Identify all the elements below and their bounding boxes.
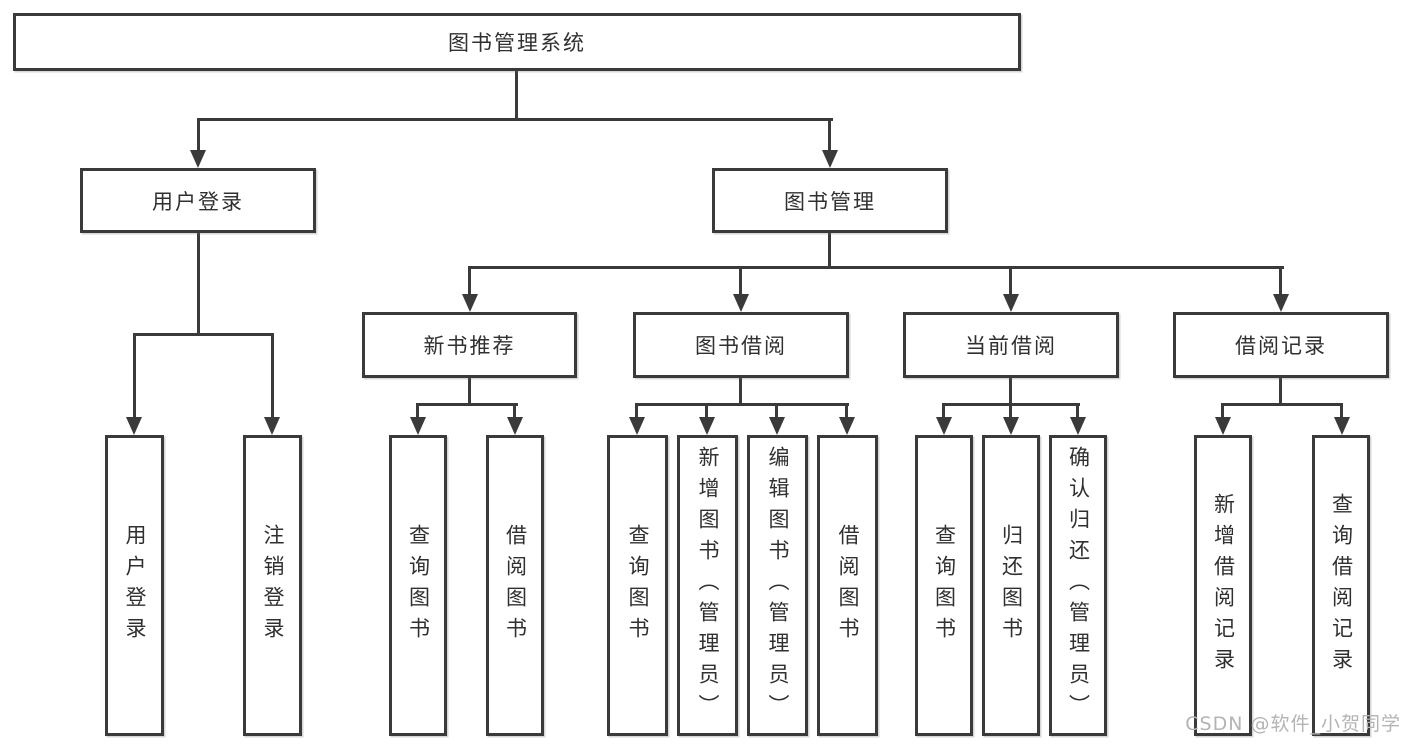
node-book-borrowing: 图书借阅 — [633, 312, 849, 378]
connector-line — [1340, 403, 1343, 419]
node-book-management-label: 图书管理 — [784, 189, 876, 214]
arrow-down-icon — [264, 417, 280, 435]
connector-line — [1009, 266, 1012, 296]
node-leaf-query-books-borrowing: 查询图书 — [607, 435, 668, 736]
node-leaf-query-books-recommend: 查询图书 — [389, 435, 447, 736]
connector-line — [828, 232, 831, 269]
node-leaf-query-borrow-record: 查询借阅记录 — [1312, 435, 1370, 736]
node-leaf-add-book-admin-label: 新增图书（管理员） — [696, 446, 720, 725]
connector-line — [197, 118, 833, 121]
connector-line — [705, 403, 708, 419]
node-borrowing-records-label: 借阅记录 — [1235, 334, 1327, 358]
node-leaf-confirm-return-admin: 确认归还（管理员） — [1049, 435, 1107, 736]
arrow-down-icon — [629, 417, 645, 435]
arrow-down-icon — [1273, 294, 1289, 312]
connector-line — [133, 333, 136, 419]
connector-line — [416, 403, 518, 406]
connector-line — [828, 118, 831, 152]
arrow-down-icon — [1215, 417, 1231, 435]
node-new-book-recommend: 新书推荐 — [362, 312, 577, 378]
connector-line — [468, 266, 471, 296]
arrow-down-icon — [699, 417, 715, 435]
arrow-down-icon — [769, 417, 785, 435]
node-leaf-logout: 注销登录 — [243, 435, 302, 736]
node-leaf-add-borrow-record-label: 新增借阅记录 — [1211, 492, 1236, 679]
connector-line — [739, 266, 742, 296]
connector-line — [1221, 403, 1224, 419]
arrow-down-icon — [1070, 417, 1086, 435]
node-leaf-return-books-label: 归还图书 — [999, 523, 1024, 648]
node-book-management: 图书管理 — [712, 168, 948, 233]
connector-line — [1279, 377, 1282, 406]
node-leaf-add-book-admin: 新增图书（管理员） — [677, 435, 738, 736]
node-root: 图书管理系统 — [13, 13, 1021, 71]
arrow-down-icon — [190, 150, 206, 168]
node-leaf-user-login-label: 用户登录 — [123, 523, 147, 648]
node-leaf-query-books-recommend-label: 查询图书 — [406, 523, 431, 648]
connector-line — [133, 333, 274, 336]
node-leaf-borrow-books-recommend-label: 借阅图书 — [503, 523, 528, 648]
connector-line — [468, 377, 471, 406]
arrow-down-icon — [822, 150, 838, 168]
node-current-borrowing: 当前借阅 — [903, 312, 1119, 378]
connector-line — [468, 266, 1284, 269]
connector-line — [942, 403, 945, 419]
connector-line — [1009, 403, 1012, 419]
node-book-borrowing-label: 图书借阅 — [695, 334, 787, 358]
connector-line — [1076, 403, 1079, 419]
node-leaf-logout-label: 注销登录 — [261, 523, 285, 648]
arrow-down-icon — [733, 294, 749, 312]
arrow-down-icon — [1003, 417, 1019, 435]
node-leaf-borrow-books-borrowing-label: 借阅图书 — [836, 523, 860, 648]
arrow-down-icon — [126, 417, 142, 435]
connector-line — [845, 403, 848, 419]
node-root-label: 图书管理系统 — [448, 31, 586, 55]
connector-line — [197, 232, 200, 336]
node-user-login: 用户登录 — [80, 168, 316, 233]
arrow-down-icon — [1334, 417, 1350, 435]
node-leaf-edit-book-admin-label: 编辑图书（管理员） — [766, 446, 790, 725]
node-leaf-user-login: 用户登录 — [105, 435, 164, 736]
node-leaf-query-books-current-label: 查询图书 — [932, 523, 957, 648]
connector-line — [739, 377, 742, 406]
connector-line — [1221, 403, 1343, 406]
connector-line — [416, 403, 419, 419]
arrow-down-icon — [507, 417, 523, 435]
watermark: CSDN @软件_小贺同学 — [1185, 713, 1401, 735]
connector-line — [271, 333, 274, 419]
arrow-down-icon — [839, 417, 855, 435]
connector-line — [513, 403, 516, 419]
connector-line — [635, 403, 849, 406]
node-user-login-label: 用户登录 — [152, 189, 244, 214]
node-leaf-edit-book-admin: 编辑图书（管理员） — [747, 435, 808, 736]
connector-line — [197, 118, 200, 152]
node-leaf-confirm-return-admin-label: 确认归还（管理员） — [1066, 446, 1091, 725]
arrow-down-icon — [462, 294, 478, 312]
arrow-down-icon — [1003, 294, 1019, 312]
node-new-book-recommend-label: 新书推荐 — [423, 334, 516, 358]
connector-line — [635, 403, 638, 419]
node-current-borrowing-label: 当前借阅 — [965, 334, 1057, 358]
node-leaf-return-books: 归还图书 — [982, 435, 1040, 736]
connector-line — [1009, 377, 1012, 406]
arrow-down-icon — [410, 417, 426, 435]
node-borrowing-records: 借阅记录 — [1173, 312, 1389, 378]
node-leaf-query-books-current: 查询图书 — [915, 435, 973, 736]
arrow-down-icon — [936, 417, 952, 435]
connector-line — [1279, 266, 1282, 296]
connector-line — [515, 70, 518, 120]
node-leaf-borrow-books-recommend: 借阅图书 — [486, 435, 544, 736]
node-leaf-query-books-borrowing-label: 查询图书 — [626, 523, 650, 648]
node-leaf-borrow-books-borrowing: 借阅图书 — [817, 435, 878, 736]
node-leaf-query-borrow-record-label: 查询借阅记录 — [1329, 492, 1354, 679]
node-leaf-add-borrow-record: 新增借阅记录 — [1194, 435, 1252, 736]
connector-line — [775, 403, 778, 419]
